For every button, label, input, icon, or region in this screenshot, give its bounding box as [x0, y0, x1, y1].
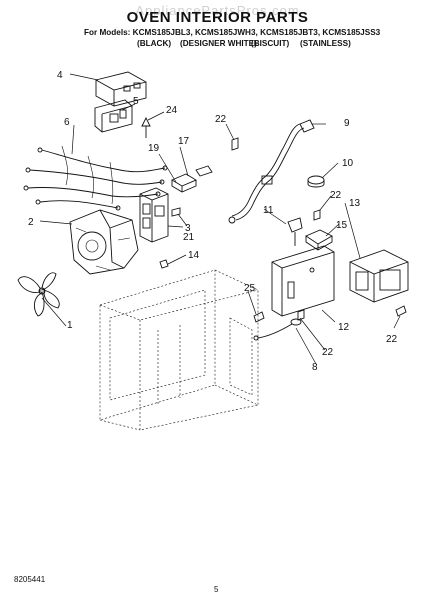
part-fan-housing	[69, 209, 139, 275]
part-diode	[287, 217, 303, 246]
callout-24: 24	[166, 105, 178, 116]
part-sensor-lead	[253, 318, 302, 341]
callout-22-bottom: 22	[322, 347, 334, 358]
callout-1: 1	[67, 320, 73, 331]
callout-10: 10	[342, 158, 354, 169]
callout-labels: 4 5 24 6 17 19 22 9 10 22 13 11 15 2 3 2…	[28, 70, 398, 373]
page-number: 5	[214, 585, 219, 594]
variant-black: (BLACK)	[137, 39, 172, 48]
part-screw-14	[159, 259, 169, 269]
page-title: OVEN INTERIOR PARTS	[126, 9, 309, 26]
part-fuse-holder	[171, 173, 197, 193]
part-fuse	[195, 165, 213, 177]
part-screw-21	[171, 207, 181, 217]
callout-9: 9	[344, 118, 350, 129]
callout-25: 25	[244, 283, 256, 294]
watermark: AppliancePartsPros.com	[135, 3, 300, 18]
callout-13: 13	[349, 198, 361, 209]
part-screw-22-top	[231, 137, 239, 151]
callout-6: 6	[64, 117, 70, 128]
callout-8: 8	[312, 362, 318, 373]
part-power-cord	[228, 119, 315, 224]
part-screw-22-mid	[313, 209, 321, 221]
part-wire-harness	[23, 145, 168, 211]
part-mounting-plate	[271, 245, 335, 317]
part-fan-blade	[17, 272, 60, 317]
variant-stainless: (STAINLESS)	[300, 39, 351, 48]
callout-19: 19	[148, 143, 160, 154]
model-list: For Models: KCMS185JBL3, KCMS185JWH3, KC…	[84, 28, 381, 37]
part-screw-25	[253, 311, 265, 323]
callout-2: 2	[28, 217, 34, 228]
part-bracket-15	[305, 229, 333, 251]
part-switch-bracket	[139, 187, 169, 243]
callout-15: 15	[336, 220, 348, 231]
part-capacitor-bracket	[94, 99, 133, 133]
document-number: 8205441	[14, 575, 46, 584]
callout-21: 21	[183, 232, 195, 243]
callout-22-right: 22	[386, 334, 398, 345]
callout-3: 3	[185, 223, 191, 234]
leader-lines	[39, 73, 401, 365]
callout-4: 4	[57, 70, 63, 81]
oven-cavity-outline	[99, 269, 259, 431]
part-transformer	[349, 249, 409, 303]
part-thermal-cutout	[307, 175, 325, 188]
part-screw-22-bottom	[297, 309, 305, 321]
variant-biscuit: (BISCUIT)	[251, 39, 290, 48]
callout-5: 5	[133, 96, 139, 107]
callout-17: 17	[178, 136, 190, 147]
callout-11: 11	[263, 205, 274, 216]
callout-22-mid: 22	[330, 190, 342, 201]
callout-12: 12	[338, 322, 350, 333]
part-screw-24	[141, 116, 151, 138]
callout-14: 14	[188, 250, 200, 261]
callout-22-top: 22	[215, 114, 227, 125]
part-screw-22-right	[395, 305, 407, 317]
variant-designer-white: (DESIGNER WHITE)	[180, 39, 257, 48]
